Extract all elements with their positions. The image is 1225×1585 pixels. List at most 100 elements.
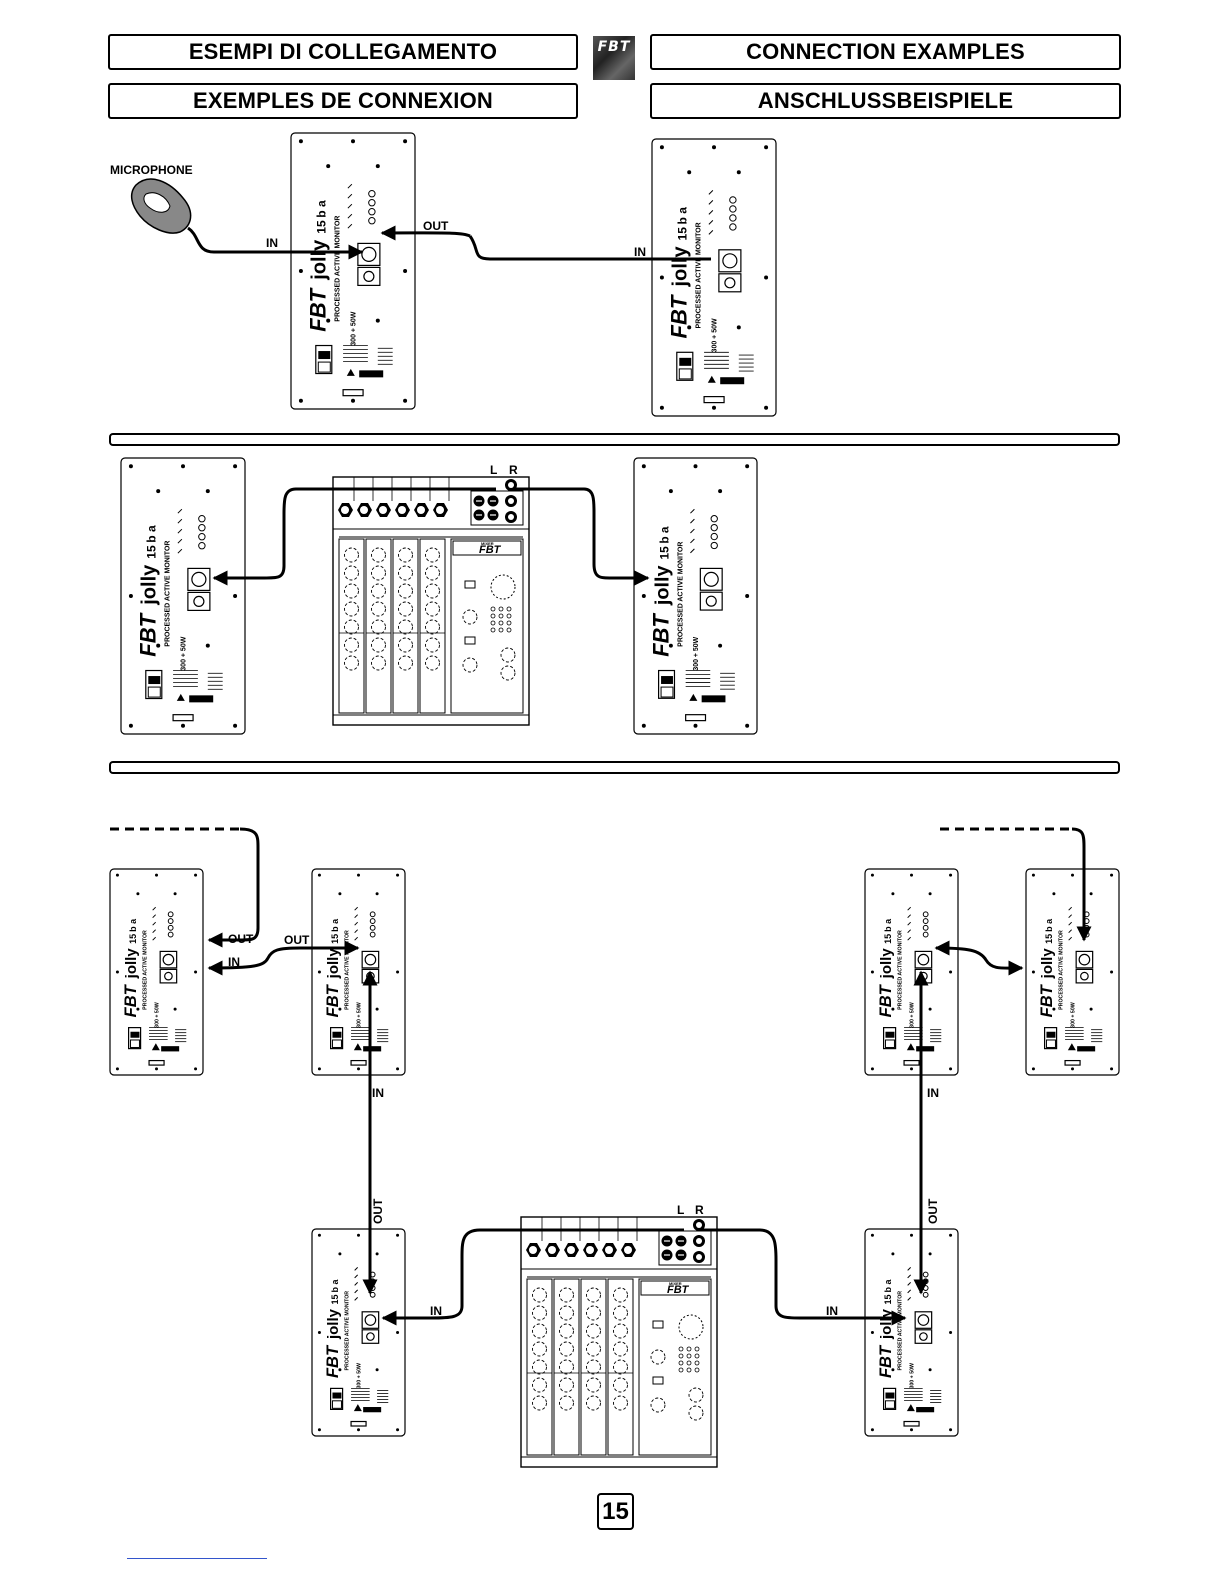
speaker-brand: FBT (648, 613, 673, 657)
cable-mixer2-l-to-speaker-9 (381, 1228, 684, 1326)
label-in-top-1: IN (266, 236, 278, 250)
label-out-bottom-2: OUT (284, 933, 310, 947)
speaker-model-suffix: b a (676, 207, 690, 225)
speaker-power: 300 + 50W (155, 1002, 161, 1028)
speaker-model: jolly (139, 564, 161, 606)
speaker-subtitle: PROCESSED ACTIVE MONITOR (143, 930, 149, 1010)
label-r-mixer-1: R (509, 463, 518, 477)
speaker-panel-10: FBT jolly 15 b a PROCESSED ACTIVE MONITOR 300… (864, 1228, 959, 1437)
speaker-brand: FBT (877, 983, 895, 1017)
cable-speaker-7-to-speaker-8 (934, 940, 1024, 976)
speaker-subtitle: PROCESSED ACTIVE MONITOR (677, 542, 684, 647)
section-separator-2 (109, 761, 1120, 774)
fbt-logo: FBT (593, 36, 635, 80)
speaker-model: jolly (309, 239, 331, 281)
cable-mixer-r-to-speaker-4 (513, 487, 650, 586)
speaker-subtitle: PROCESSED ACTIVE MONITOR (345, 1291, 351, 1371)
label-in-bottom-3: IN (430, 1304, 442, 1318)
speaker-model: jolly (123, 948, 140, 980)
speaker-power: 300 + 50W (351, 311, 358, 345)
speaker-model-number: 15 (315, 220, 329, 234)
header-french: EXEMPLES DE CONNEXION (108, 83, 578, 119)
speaker-subtitle: PROCESSED ACTIVE MONITOR (898, 930, 904, 1010)
speaker-model: jolly (878, 1308, 895, 1340)
speaker-power: 300 + 50W (712, 318, 719, 352)
speaker-brand: FBT (877, 1344, 895, 1378)
cable-speaker-1-out-arrow (380, 225, 471, 241)
cable-right-input (1071, 827, 1092, 942)
speaker-brand: FBT (136, 612, 161, 656)
label-l-mixer-1: L (490, 463, 497, 477)
label-r-mixer-2: R (695, 1203, 704, 1217)
mixer-brand: FBT (667, 1284, 690, 1296)
header-english: CONNECTION EXAMPLES (650, 34, 1121, 70)
speaker-model-suffix: b a (145, 525, 159, 543)
microphone-label: MICROPHONE (110, 163, 193, 177)
speaker-brand: FBT (1038, 983, 1056, 1017)
speaker-model-suffix: b a (883, 1279, 893, 1293)
speaker-power: 300 + 50W (910, 1363, 916, 1389)
speaker-brand: FBT (324, 1344, 342, 1378)
speaker-panel-7: FBT jolly 15 b a PROCESSED ACTIVE MONITOR 300… (864, 868, 959, 1076)
speaker-subtitle: PROCESSED ACTIVE MONITOR (165, 541, 172, 647)
speaker-brand: FBT (122, 983, 140, 1017)
speaker-model-number: 15 (676, 227, 690, 241)
speaker-model-suffix: b a (315, 200, 329, 218)
fbt-logo-text: FBT (597, 39, 631, 55)
label-out-bottom-3: OUT (371, 1198, 385, 1224)
speaker-power: 300 + 50W (693, 636, 700, 670)
speaker-model: jolly (1039, 948, 1056, 980)
speaker-subtitle: PROCESSED ACTIVE MONITOR (335, 216, 342, 322)
speaker-model-number: 15 (883, 934, 893, 944)
page-number: 15 (597, 1493, 634, 1530)
speaker-power: 300 + 50W (357, 1002, 363, 1028)
speaker-model: jolly (651, 565, 673, 606)
section-separator-1 (109, 433, 1120, 446)
speaker-power: 300 + 50W (357, 1363, 363, 1389)
cable-speaker-1-out-to-speaker-2-in (468, 235, 711, 261)
cable-left-input (207, 827, 260, 948)
speaker-model-number: 15 (330, 1295, 340, 1305)
speaker-model: jolly (878, 948, 895, 980)
header-german: ANSCHLUSSBEISPIELE (650, 83, 1121, 119)
mixer-model: MIXER (481, 541, 494, 546)
speaker-model-suffix: b a (128, 918, 138, 932)
label-out-bottom-4: OUT (926, 1198, 940, 1224)
speaker-panel-4: FBT jolly 15 b a PROCESSED ACTIVE MONITOR 300… (633, 457, 758, 735)
label-in-bottom-4: IN (826, 1304, 838, 1318)
microphone: MICROPHONE (110, 163, 193, 234)
label-l-mixer-2: L (677, 1203, 684, 1217)
label-in-bottom-2: IN (372, 1086, 384, 1100)
speaker-brand: FBT (324, 983, 342, 1017)
mixer-model: MIXER (669, 1281, 682, 1286)
speaker-model-suffix: b a (1044, 918, 1054, 932)
speaker-power: 300 + 50W (910, 1002, 916, 1028)
speaker-model-suffix: b a (657, 526, 671, 544)
speaker-model-number: 15 (128, 934, 138, 944)
label-out-top: OUT (423, 219, 449, 233)
header-italian: ESEMPI DI COLLEGAMENTO (108, 34, 578, 70)
speaker-subtitle: PROCESSED ACTIVE MONITOR (696, 222, 703, 328)
speaker-subtitle: PROCESSED ACTIVE MONITOR (898, 1291, 904, 1371)
speaker-subtitle: PROCESSED ACTIVE MONITOR (1059, 930, 1065, 1010)
speaker-subtitle: PROCESSED ACTIVE MONITOR (345, 930, 351, 1010)
speaker-model-number: 15 (145, 545, 159, 559)
mixer-brand: FBT (479, 544, 502, 556)
cable-mixer2-r-to-speaker-10 (700, 1228, 907, 1326)
speaker-model: jolly (670, 246, 692, 288)
speaker-model-number: 15 (657, 546, 671, 560)
speaker-model-number: 15 (883, 1295, 893, 1305)
speaker-model-suffix: b a (330, 918, 340, 932)
speaker-power: 300 + 50W (1071, 1002, 1077, 1028)
speaker-model-number: 15 (1044, 934, 1054, 944)
label-in-top-2: IN (634, 245, 646, 259)
footer-link-line (127, 1558, 267, 1559)
speaker-model-suffix: b a (883, 918, 893, 932)
